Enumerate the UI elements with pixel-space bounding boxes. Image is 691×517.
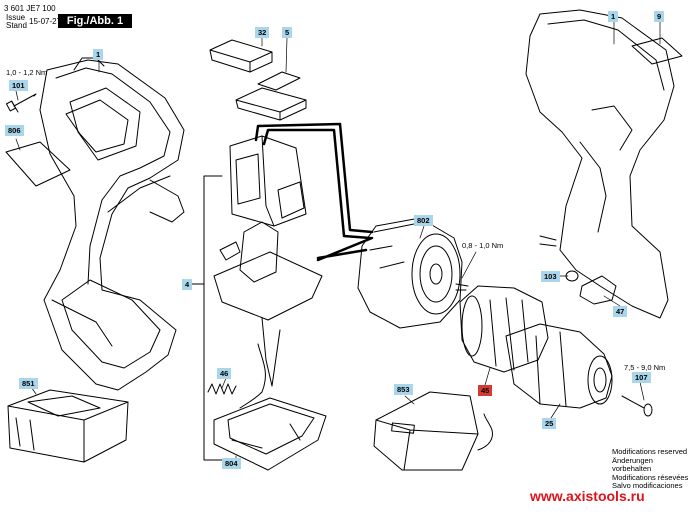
label-sticker-9 xyxy=(631,37,683,65)
part-tag-1-left: 1 xyxy=(93,49,104,60)
issue-label: Issue xyxy=(6,13,26,22)
group-4-bracket xyxy=(191,175,223,461)
right-housing-shell xyxy=(525,9,675,319)
part-tag-9: 9 xyxy=(654,11,665,22)
part-tag-802: 802 xyxy=(414,215,433,226)
part-tag-4: 4 xyxy=(182,279,193,290)
torque-spec-107: 7,5 - 9,0 Nm xyxy=(624,363,666,372)
note-de: Änderungen vorbehalten xyxy=(612,455,653,473)
part-tag-47: 47 xyxy=(613,306,628,317)
part-tag-32: 32 xyxy=(255,27,270,38)
website-watermark[interactable]: www.axistools.ru xyxy=(530,488,645,504)
part-tag-804: 804 xyxy=(222,458,241,469)
chuck-25 xyxy=(505,323,613,409)
part-tag-806: 806 xyxy=(5,125,24,136)
note-fr: Modifications résevées xyxy=(612,472,689,482)
left-housing-shell xyxy=(39,57,185,391)
switch-caps xyxy=(209,39,307,121)
part-tag-851: 851 xyxy=(19,378,38,389)
screw-101-drawing xyxy=(5,93,37,113)
battery-holder-plate xyxy=(213,221,323,409)
torque-spec-802: 0,8 - 1,0 Nm xyxy=(462,241,504,250)
part-tag-46: 46 xyxy=(217,368,232,379)
part-tag-45: 45 xyxy=(478,385,493,396)
stand-label: Stand xyxy=(6,21,27,30)
part-tag-5: 5 xyxy=(282,27,293,38)
part-tag-1-right: 1 xyxy=(608,11,619,22)
electronic-switch xyxy=(229,122,374,262)
part-tag-107: 107 xyxy=(632,372,651,383)
note-es: Salvo modificaciones xyxy=(612,481,683,490)
figure-label: Fig./Abb. 1 xyxy=(58,14,132,28)
spring-46 xyxy=(207,383,237,395)
issue-date: 15-07-27 xyxy=(29,17,62,26)
modification-notes: Modifications reserved Änderungen vorbeh… xyxy=(612,447,691,491)
motor-802 xyxy=(357,217,469,329)
battery-pack-851 xyxy=(7,389,129,463)
note-en: Modifications reserved xyxy=(612,447,688,456)
torque-spec-101: 1,0 - 1,2 Nm xyxy=(6,68,48,77)
part-tag-103: 103 xyxy=(541,271,560,282)
leader-lines xyxy=(15,21,661,463)
part-tag-101: 101 xyxy=(9,80,28,91)
screw-107-drawing xyxy=(621,395,653,417)
part-tag-853: 853 xyxy=(394,384,413,395)
gearbox-45 xyxy=(459,285,549,373)
part-tag-25: 25 xyxy=(542,418,557,429)
battery-contact-housing-804 xyxy=(213,397,327,471)
label-sticker-806 xyxy=(5,141,71,187)
document-number: 3 601 JE7 100 xyxy=(4,4,56,13)
charger-853 xyxy=(373,391,493,471)
